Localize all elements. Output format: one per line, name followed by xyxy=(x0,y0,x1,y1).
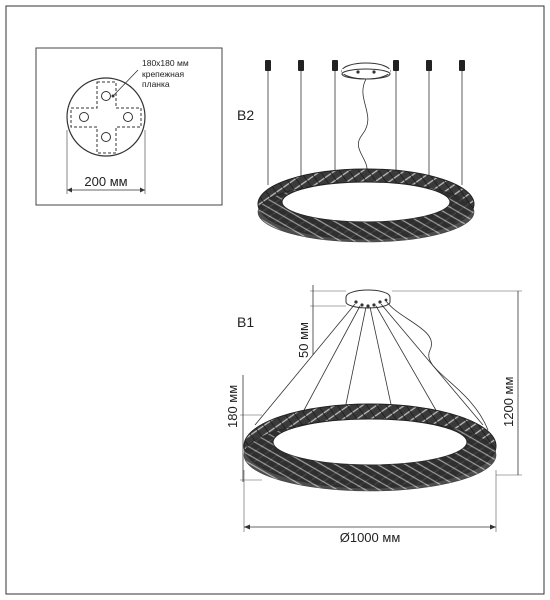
mounting-plate-detail: 180x180 мм крепежная планка 200 мм xyxy=(35,47,223,206)
b2-suspension-cables xyxy=(267,65,463,185)
screw-hole-top xyxy=(101,91,111,101)
b2-crystal-ring xyxy=(257,168,475,243)
b1-crystal-ring xyxy=(243,403,497,492)
plate-name-label-2: планка xyxy=(142,79,170,89)
plate-size-label: 180x180 мм xyxy=(142,58,189,68)
canopy-outline xyxy=(66,77,146,157)
screw-hole-left xyxy=(79,112,89,122)
variant-b2-label: B2 xyxy=(237,107,254,123)
outer-border xyxy=(5,5,545,595)
ring-height-label: 180 мм xyxy=(225,385,240,428)
width-dimension-label: 200 мм xyxy=(84,174,127,189)
b1-power-wire xyxy=(385,300,489,431)
variant-b2: B2 xyxy=(237,60,475,243)
plate-leader-line xyxy=(112,69,139,97)
b2-power-wire xyxy=(358,78,369,176)
variant-b1-label: B1 xyxy=(237,314,254,330)
canopy-height-label: 50 мм xyxy=(296,322,311,358)
plate-name-label-1: крепежная xyxy=(142,69,185,79)
screw-hole-bottom xyxy=(101,132,111,142)
screw-hole-right xyxy=(123,112,133,122)
b2-ceiling-clips xyxy=(265,60,465,71)
mounting-plate-cross xyxy=(70,81,142,154)
total-height-label: 1200 мм xyxy=(501,377,516,427)
diameter-label: Ø1000 мм xyxy=(340,530,401,545)
variant-b1: B1 50 мм xyxy=(225,285,522,545)
